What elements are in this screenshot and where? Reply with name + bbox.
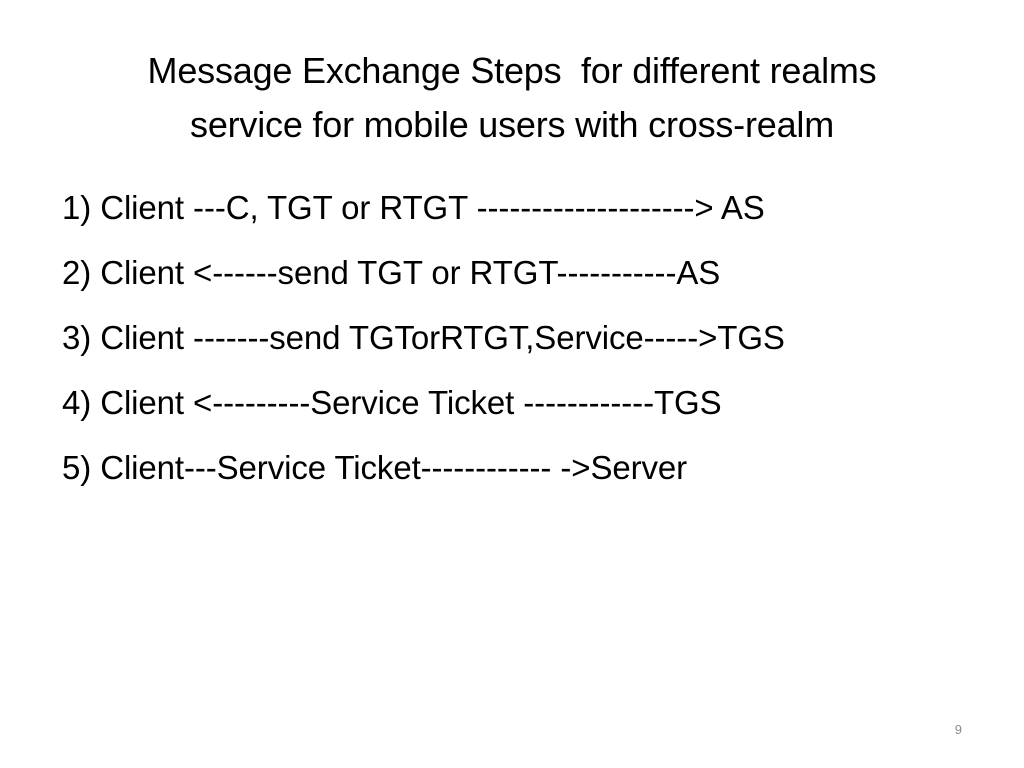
step-item-5: 5) Client---Service Ticket------------ -… xyxy=(62,449,688,486)
steps-list: 1) Client ---C, TGT or RTGT ------------… xyxy=(62,186,1002,511)
slide-title-line-1: Message Exchange Steps for different rea… xyxy=(147,50,877,91)
step-item-2: 2) Client <------send TGT or RTGT-------… xyxy=(62,254,721,291)
step-item-3: 3) Client -------send TGTorRTGT,Service-… xyxy=(62,319,785,356)
slide-title-line-2: service for mobile users with cross-real… xyxy=(190,104,834,145)
page-number: 9 xyxy=(954,722,962,737)
step-item-1: 1) Client ---C, TGT or RTGT ------------… xyxy=(62,189,765,226)
step-item-4: 4) Client <---------Service Ticket -----… xyxy=(62,384,722,421)
slide-title: Message Exchange Steps for different rea… xyxy=(60,44,964,152)
